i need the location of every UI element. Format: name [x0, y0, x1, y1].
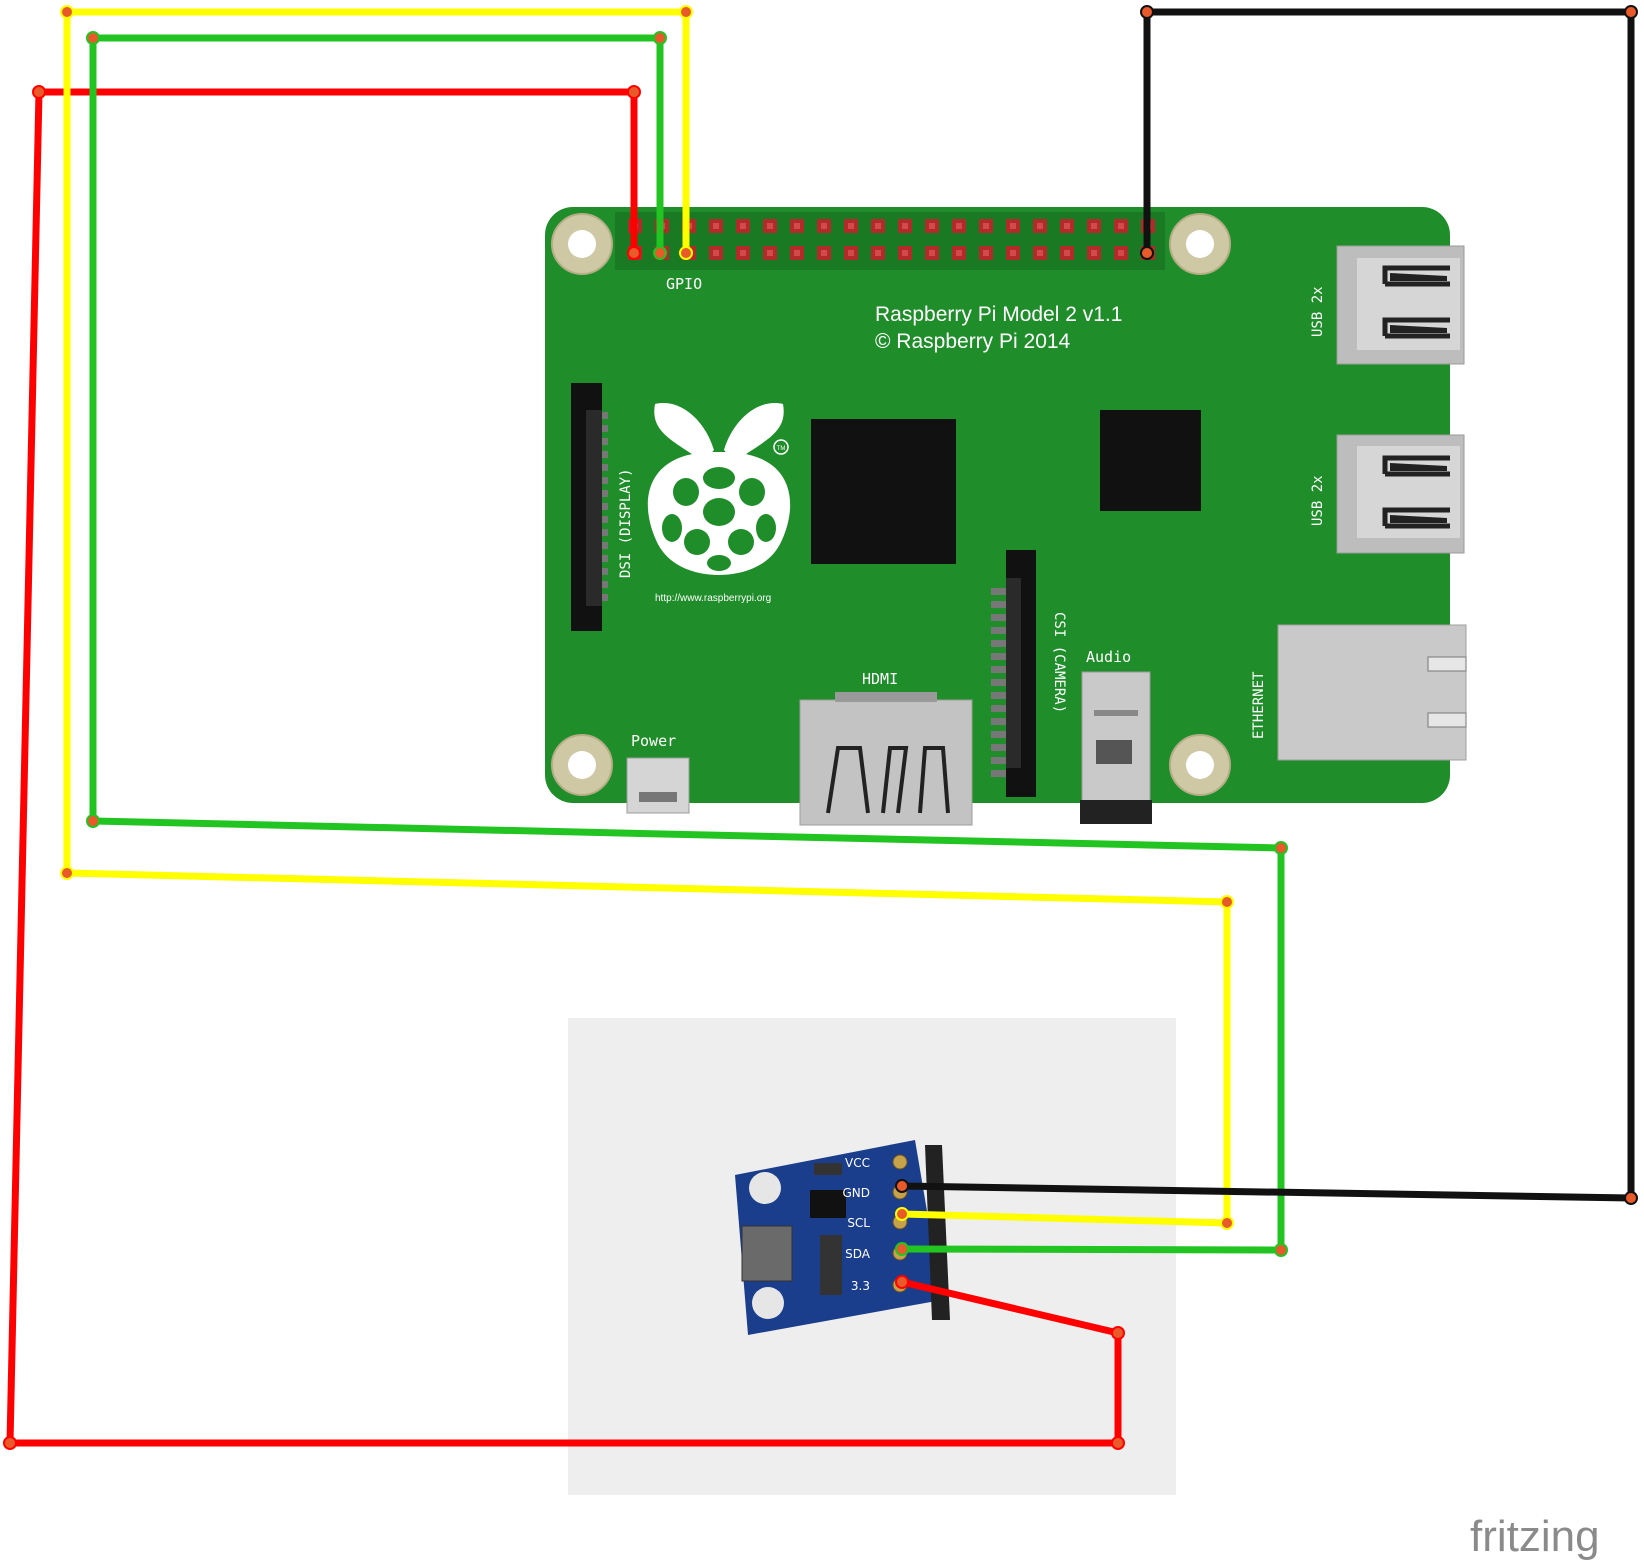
raspberry-pi-board: GPIO Raspberry Pi Model 2 v1.1 © Raspber…: [545, 207, 1467, 826]
wire-bendpoint: [1624, 5, 1638, 19]
board-copyright-text: © Raspberry Pi 2014: [875, 330, 1071, 353]
sensor-pin-label: 3.3: [851, 1279, 870, 1293]
usb-label-lower: USB 2x: [1310, 475, 1326, 526]
wire-bendpoint: [895, 1242, 909, 1256]
hdmi-port: [799, 692, 973, 826]
wire-bendpoint: [627, 246, 641, 260]
wire-bendpoint: [653, 246, 667, 260]
sensor-pin-label: VCC: [845, 1156, 870, 1170]
wire-bendpoint: [895, 1207, 909, 1221]
wire-bendpoint: [3, 1436, 17, 1450]
soc-chip: [811, 419, 956, 564]
ethernet-label: ETHERNET: [1251, 671, 1267, 739]
wire-bendpoint: [653, 31, 667, 45]
fritzing-logo: fritzing: [1470, 1512, 1600, 1561]
wire-bendpoint: [1274, 1243, 1288, 1257]
usb-port-upper: [1336, 245, 1465, 365]
wires: [3, 5, 1638, 1450]
sensor-pin-label: SCL: [847, 1216, 870, 1230]
raspberry-pi-logo: TM: [647, 403, 791, 575]
wire-bendpoint: [627, 85, 641, 99]
wire-bendpoint: [1111, 1436, 1125, 1450]
sensor-pin-label: SDA: [845, 1247, 871, 1261]
wire-bendpoint: [679, 5, 693, 19]
board-model-text: Raspberry Pi Model 2 v1.1: [875, 303, 1122, 326]
ethernet-port: [1277, 624, 1467, 761]
raspberrypi-url: http://www.raspberrypi.org: [655, 593, 771, 604]
wire-bendpoint: [1111, 1326, 1125, 1340]
sensor-pin: [892, 1154, 908, 1170]
csi-connector: [991, 550, 1036, 797]
wire-bendpoint: [895, 1275, 909, 1289]
gpio-header: [615, 212, 1165, 270]
power-port: [626, 757, 690, 814]
pcb: [545, 207, 1450, 803]
mounting-holes: [551, 213, 1231, 796]
audio-label: Audio: [1086, 648, 1131, 666]
wire-bendpoint: [1274, 841, 1288, 855]
wire-bendpoint: [1140, 246, 1154, 260]
wire-bendpoint: [32, 85, 46, 99]
wire-bendpoint: [86, 814, 100, 828]
trademark-mark: TM: [777, 446, 786, 452]
dsi-connector: [571, 383, 608, 631]
power-label: Power: [631, 732, 676, 750]
wire-bendpoint: [1220, 1216, 1234, 1230]
wire-bendpoint: [60, 5, 74, 19]
dsi-label: DSI (DISPLAY): [618, 468, 634, 578]
sensor-pin-label: GND: [842, 1186, 870, 1200]
wire-bendpoint: [895, 1179, 909, 1193]
wire-bendpoint: [679, 246, 693, 260]
csi-label: CSI (CAMERA): [1051, 612, 1067, 713]
audio-jack: [1080, 671, 1152, 824]
usb-label-upper: USB 2x: [1310, 286, 1326, 337]
wire-bendpoint: [1140, 5, 1154, 19]
wire-bendpoint: [1220, 895, 1234, 909]
wire-bendpoint: [86, 31, 100, 45]
wire-bendpoint: [60, 866, 74, 880]
wire-bendpoint: [1624, 1191, 1638, 1205]
usb-ethernet-chip: [1100, 410, 1201, 511]
gpio-label: GPIO: [666, 275, 702, 293]
hdmi-label: HDMI: [862, 670, 898, 688]
usb-port-lower: [1336, 434, 1465, 554]
